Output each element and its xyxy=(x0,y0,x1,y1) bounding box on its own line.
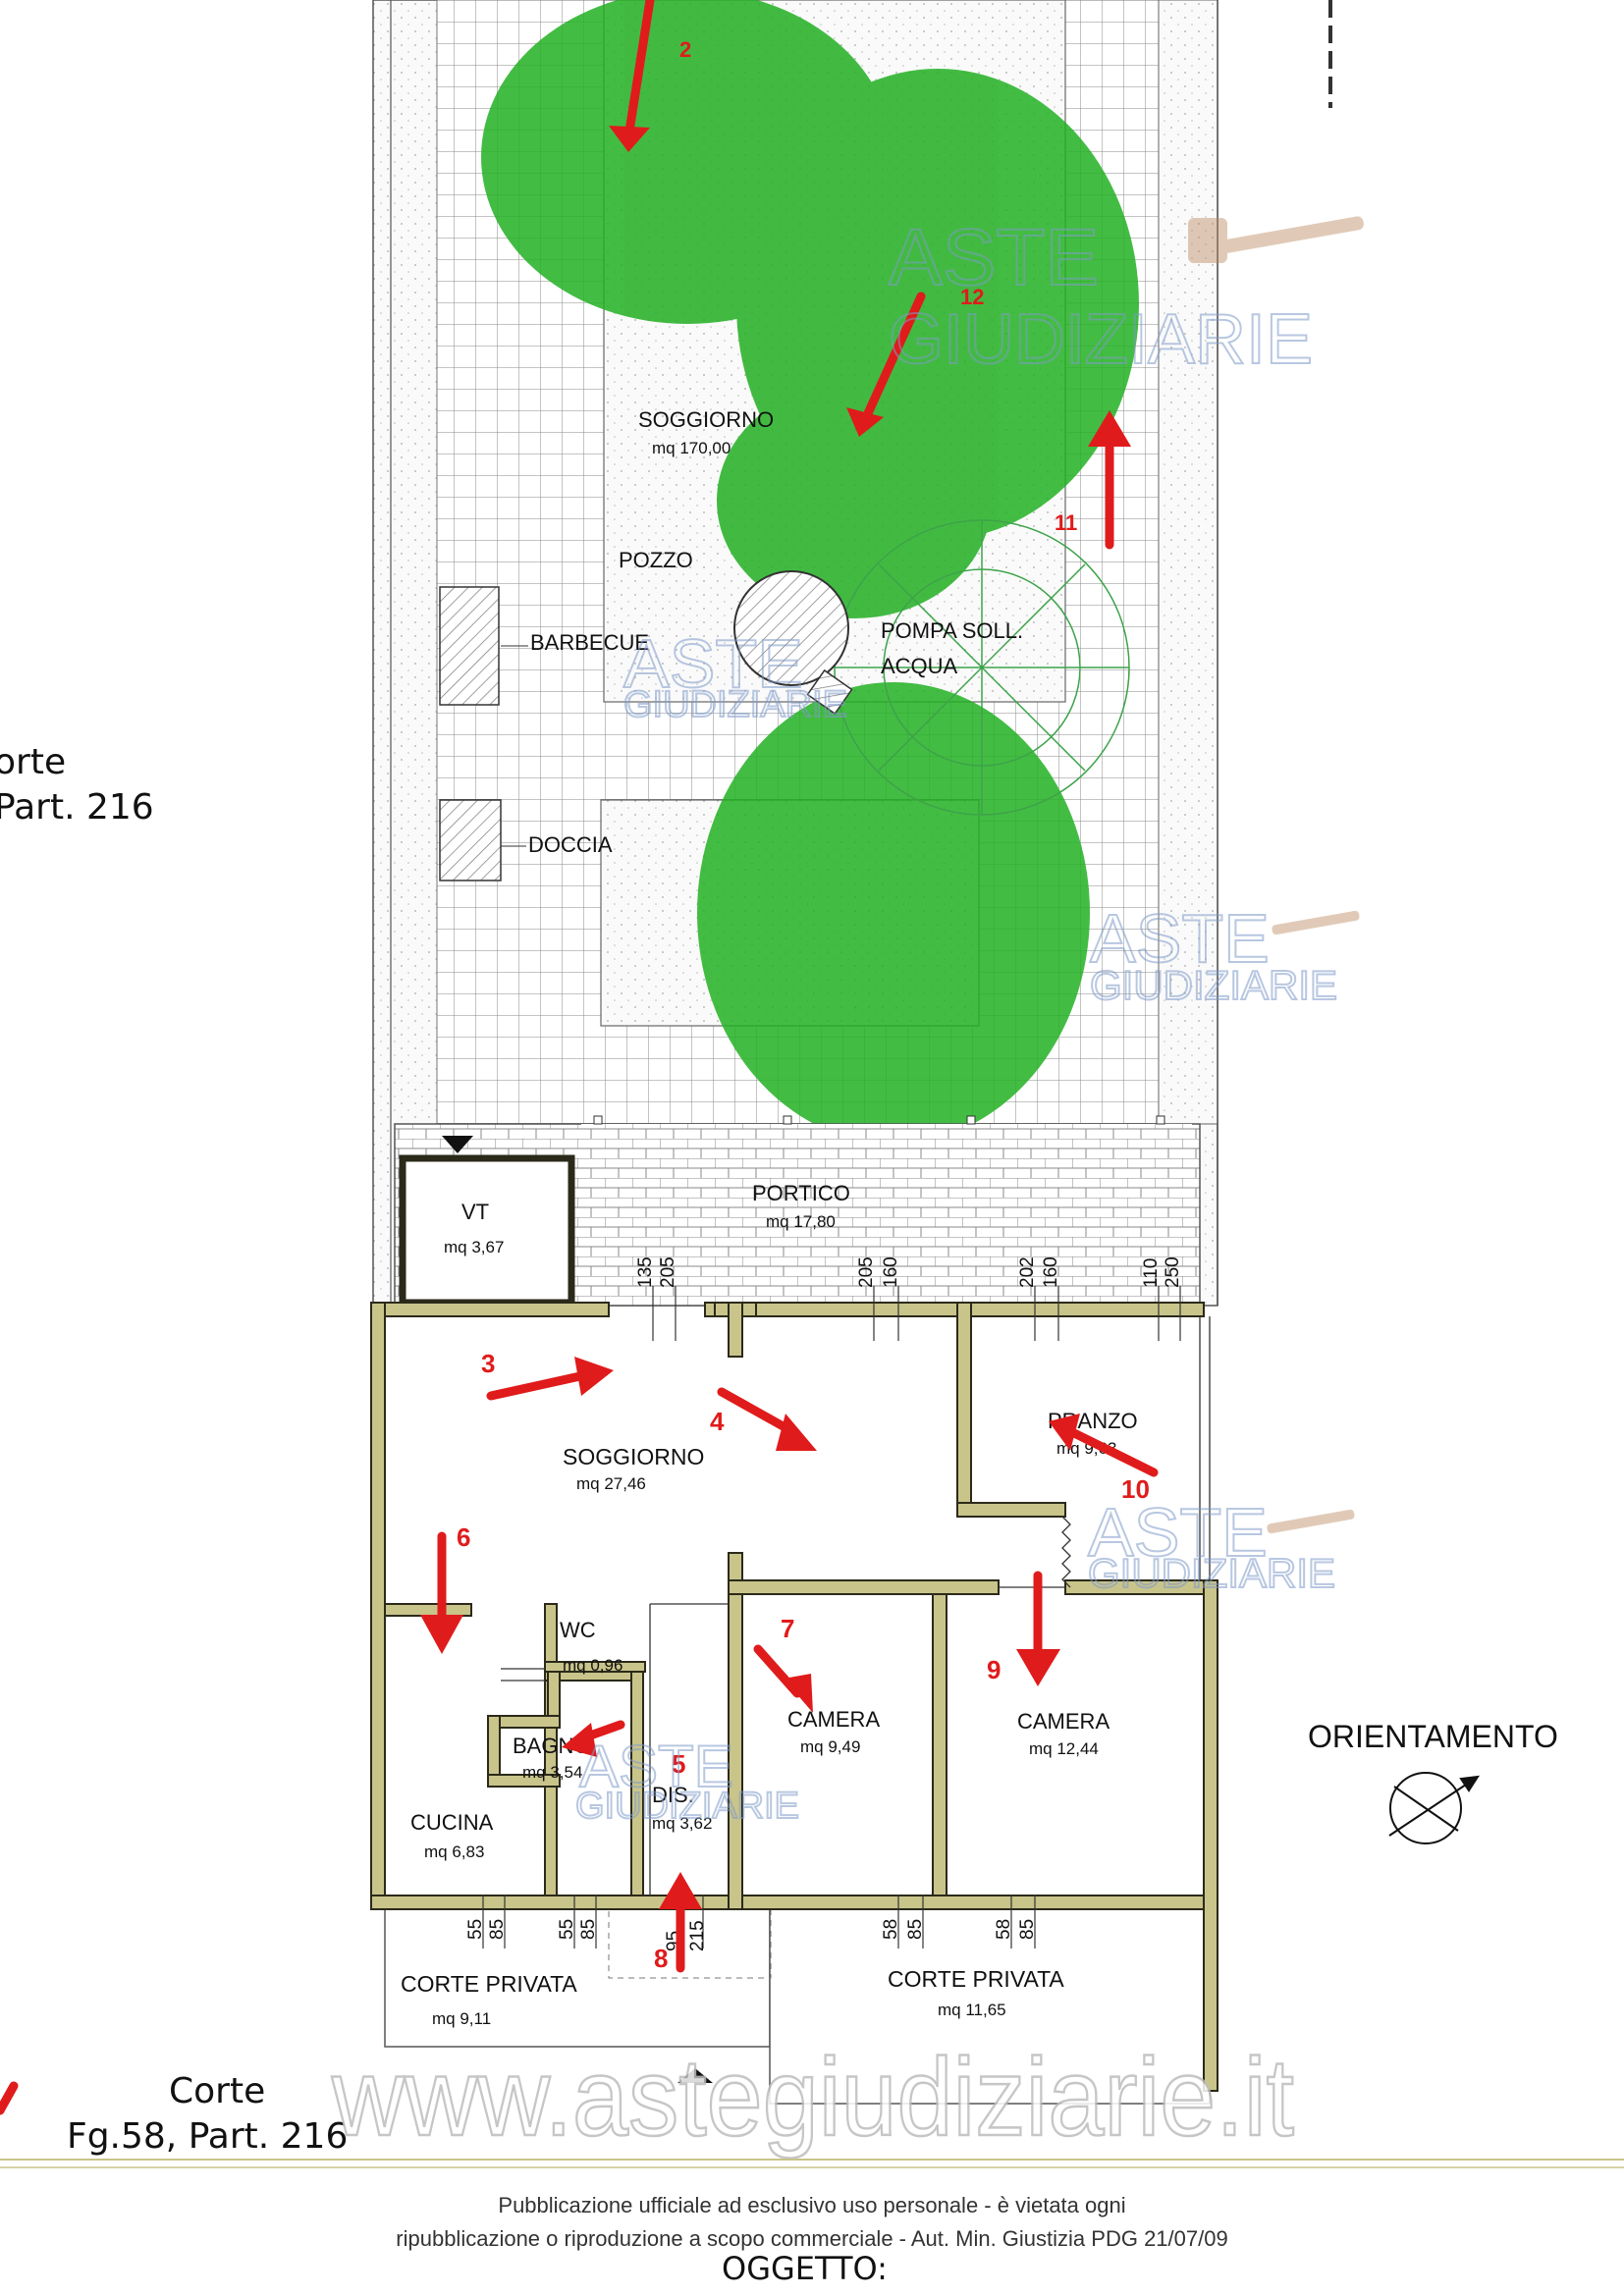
building-walls xyxy=(370,1302,1218,2092)
wm-bottom-1: GIUDIZIARIE xyxy=(889,300,1313,379)
wm-top-3: ASTE xyxy=(1090,900,1270,977)
dim-85d: 85 xyxy=(1017,1919,1038,1940)
watermark-logos: ASTE GIUDIZIARIE ASTE GIUDIZIARIE ASTE G… xyxy=(574,212,1338,1828)
dim-135: 135 xyxy=(635,1256,656,1288)
oggetto-label: OGGETTO: xyxy=(722,2250,888,2287)
wm-top-5: ASTE xyxy=(579,1734,733,1799)
camera2-name: CAMERA xyxy=(1017,1709,1110,1734)
dis-area: mq 3,62 xyxy=(652,1814,712,1833)
point-7: 7 xyxy=(781,1614,794,1643)
wm-bottom-4: GIUDIZIARIE xyxy=(1088,1550,1335,1596)
wm-bottom-2: GIUDIZIARIE xyxy=(623,684,847,725)
corte-top-line2: Part. 216 xyxy=(0,787,154,828)
dim-85a: 85 xyxy=(487,1919,508,1940)
pompa-label-1: POMPA SOLL. xyxy=(881,618,1023,643)
dim-250: 250 xyxy=(1163,1256,1183,1288)
cucina-name: CUCINA xyxy=(410,1810,494,1835)
portico-name: PORTICO xyxy=(752,1181,850,1205)
wm-top-1: ASTE xyxy=(889,213,1099,302)
doccia-block xyxy=(439,799,502,881)
corte-bottom-line2: Fg.58, Part. 216 xyxy=(67,2116,348,2157)
dim-55b: 55 xyxy=(557,1919,577,1940)
point-4: 4 xyxy=(710,1407,725,1436)
compass-icon xyxy=(1388,1772,1480,1844)
point-3: 3 xyxy=(481,1349,495,1378)
corte-top-line1: orte xyxy=(0,742,66,782)
camera1-area: mq 9,49 xyxy=(800,1737,860,1756)
point-9: 9 xyxy=(987,1655,1001,1684)
corte1-area: mq 9,11 xyxy=(432,2009,491,2028)
dim-58a: 58 xyxy=(881,1919,901,1940)
footer-line-1: Pubblicazione ufficiale ad esclusivo uso… xyxy=(498,2193,1126,2217)
footer: Pubblicazione ufficiale ad esclusivo uso… xyxy=(0,2189,1624,2256)
url-watermark: www.astegiudiziarie.it xyxy=(331,2036,1294,2159)
pozzo-label: POZZO xyxy=(619,548,693,572)
footer-line-2: ripubblicazione o riproduzione a scopo c… xyxy=(396,2226,1228,2251)
point-5: 5 xyxy=(672,1749,685,1779)
pozzo-well xyxy=(733,570,853,716)
vt-area: mq 3,67 xyxy=(444,1238,504,1256)
point-2: 2 xyxy=(679,37,691,62)
photo-numbers: 2 3 4 5 6 7 8 9 10 11 12 xyxy=(457,37,1150,1973)
point-10: 10 xyxy=(1121,1474,1150,1504)
camera1-name: CAMERA xyxy=(787,1707,880,1732)
dim-55a: 55 xyxy=(465,1919,486,1940)
doccia-label: DOCCIA xyxy=(528,832,613,857)
dim-160b: 160 xyxy=(1041,1256,1061,1288)
interior-lines xyxy=(501,1316,1211,1896)
garden-soggiorno-area: mq 170,00 xyxy=(652,439,731,457)
dim-58b: 58 xyxy=(994,1919,1014,1940)
wc-name: WC xyxy=(560,1618,596,1642)
corte2-name: CORTE PRIVATA xyxy=(888,1966,1064,1992)
room-labels: SOGGIORNO mq 27,46 PRANZO mq 9,63 WC mq … xyxy=(401,1409,1138,2028)
point-6: 6 xyxy=(457,1522,470,1552)
corte-bottom-line1: Corte xyxy=(169,2071,265,2111)
point-8: 8 xyxy=(654,1944,668,1973)
cucina-area: mq 6,83 xyxy=(424,1842,484,1861)
soggiorno-name: SOGGIORNO xyxy=(563,1444,704,1469)
vegetation xyxy=(481,0,1139,1144)
portico-area: mq 17,80 xyxy=(766,1212,836,1231)
entrance-marker xyxy=(677,2068,713,2083)
dimension-labels: 135 205 205 160 202 160 110 250 55 85 55… xyxy=(465,1256,1183,1951)
barbecue-label: BARBECUE xyxy=(530,630,649,655)
dim-205a: 205 xyxy=(658,1256,678,1288)
dim-202: 202 xyxy=(1017,1256,1038,1288)
dim-215: 215 xyxy=(687,1920,708,1951)
garden-soggiorno-name: SOGGIORNO xyxy=(638,407,774,432)
vt-name: VT xyxy=(461,1200,489,1224)
bagno-area: mq 3,54 xyxy=(522,1763,582,1782)
wc-area: mq 0,96 xyxy=(563,1656,623,1675)
barbecue-block xyxy=(439,586,500,706)
camera2-area: mq 12,44 xyxy=(1029,1739,1099,1758)
dim-85c: 85 xyxy=(905,1919,926,1940)
vt-room xyxy=(399,1136,575,1307)
photo-arrows xyxy=(0,0,1159,2115)
gavel-icons xyxy=(1188,216,1364,1534)
dim-110: 110 xyxy=(1141,1258,1162,1288)
dis-name: DIS. xyxy=(652,1783,694,1807)
wm-top-2: ASTE xyxy=(623,625,803,702)
soggiorno-area: mq 27,46 xyxy=(576,1474,646,1493)
wm-bottom-5: GIUDIZIARIE xyxy=(575,1786,799,1827)
tree-outline xyxy=(834,519,1130,816)
corte1-name: CORTE PRIVATA xyxy=(401,1971,577,1997)
point-11: 11 xyxy=(1055,510,1077,535)
dim-85b: 85 xyxy=(578,1919,599,1940)
point-12: 12 xyxy=(960,285,984,309)
pompa-label-2: ACQUA xyxy=(881,654,958,678)
dim-160a: 160 xyxy=(881,1256,901,1288)
corte2-area: mq 11,65 xyxy=(938,2001,1006,2019)
wm-bottom-3: GIUDIZIARIE xyxy=(1090,962,1337,1008)
orientation-label: ORIENTAMENTO xyxy=(1308,1719,1558,1754)
dim-205b: 205 xyxy=(856,1256,877,1288)
wm-top-4: ASTE xyxy=(1088,1494,1268,1571)
